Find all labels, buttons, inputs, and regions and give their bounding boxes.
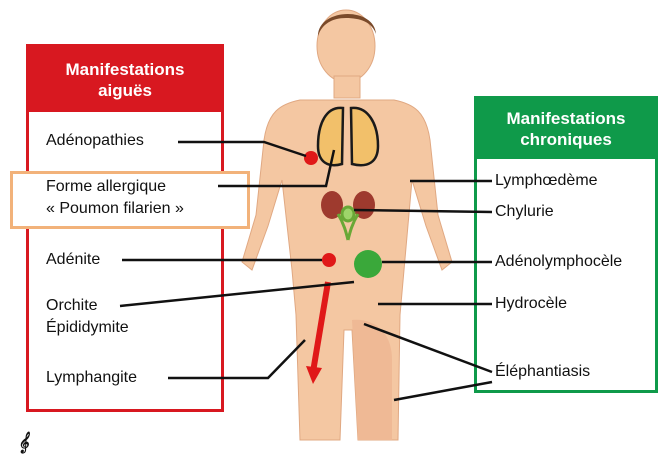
label-epididymite: Épididymite [46,318,129,338]
adenolymphocele-mass [354,250,382,278]
author-signature-logo: 𝄞 [18,432,27,453]
label-lymphoedeme: Lymphœdème [495,171,598,191]
swollen-leg [352,320,392,440]
label-adenite: Adénite [46,250,100,270]
label-lymphangite: Lymphangite [46,368,137,388]
label-adenopathies: Adénopathies [46,131,144,151]
node-adenopathy [304,151,318,165]
label-orchite: Orchite [46,296,98,316]
label-chylurie: Chylurie [495,202,554,222]
label-hydrocele: Hydrocèle [495,294,567,314]
label-pulmonary-filariasis: « Poumon filarien » [46,199,184,219]
label-elephantiasis: Éléphantiasis [495,362,590,382]
label-allergic-form: Forme allergique [46,177,166,197]
label-adenolymphocele: Adénolymphocèle [495,252,622,272]
body-silhouette [242,10,452,440]
node-adenite [322,253,336,267]
